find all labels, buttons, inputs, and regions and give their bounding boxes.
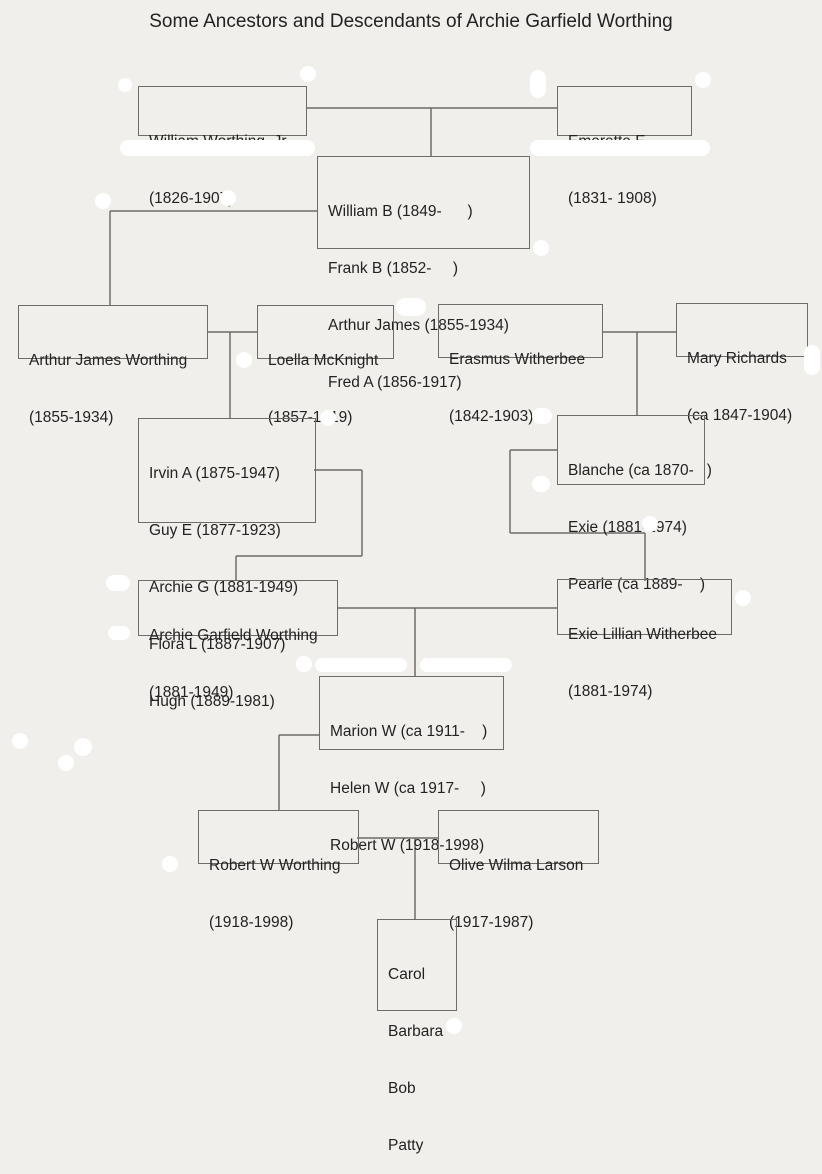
scan-artifact: [58, 755, 74, 771]
person-name: Robert W Worthing: [209, 857, 341, 874]
scan-artifact: [804, 345, 820, 375]
children-box-robert: Carol Barbara Bob Patty: [377, 919, 457, 1154]
person-name: Arthur James Worthing: [29, 352, 188, 369]
scan-artifact: [118, 78, 132, 92]
scan-artifact: [108, 626, 130, 640]
connector-lines: [109, 107, 677, 920]
child-entry: Patty: [388, 1137, 424, 1154]
person-box-loella-mcknight: Loella McKnight (1857-1919): [257, 305, 394, 426]
scan-artifact: [162, 856, 178, 872]
child-entry: Arthur James (1855-1934): [328, 317, 509, 334]
scan-artifact: [396, 298, 426, 316]
scan-artifact: [735, 590, 751, 606]
person-name: Erasmus Witherbee: [449, 351, 586, 368]
child-entry: Bob: [388, 1080, 416, 1097]
scan-artifact: [420, 658, 512, 672]
scan-artifact: [446, 1018, 462, 1034]
person-box-mary-richards: Mary Richards (ca 1847-1904): [676, 303, 808, 424]
child-entry: Barbara: [388, 1023, 444, 1040]
person-box-exie-lillian-witherbee: Exie Lillian Witherbee (1881-1974): [557, 579, 732, 700]
children-box-william-jr: William B (1849- ) Frank B (1852- ) Arth…: [317, 156, 530, 391]
person-dates: (1917-1987): [449, 914, 534, 931]
children-box-erasmus: Blanche (ca 1870- ) Exie (1881-1974) Pea…: [557, 415, 712, 593]
child-entry: Marion W (ca 1911- ): [330, 723, 488, 740]
person-dates: (1918-1998): [209, 914, 294, 931]
scan-artifact: [695, 72, 711, 88]
child-entry: Helen W (ca 1917- ): [330, 780, 486, 797]
person-box-erasmus-witherbee: Erasmus Witherbee (1842-1903): [438, 304, 603, 425]
children-box-archie: Marion W (ca 1911- ) Helen W (ca 1917- )…: [319, 676, 504, 854]
scan-artifact: [236, 352, 252, 368]
scan-artifact: [12, 733, 28, 749]
child-entry: Archie G (1881-1949): [149, 579, 299, 596]
scan-artifact: [532, 408, 552, 424]
person-name: Exie Lillian Witherbee: [568, 626, 718, 643]
scan-artifact: [315, 658, 407, 672]
person-dates: (1831- 1908): [568, 190, 657, 207]
scan-artifact: [530, 140, 710, 156]
person-dates: (1842-1903): [449, 408, 534, 425]
child-entry: Blanche (ca 1870- ): [568, 462, 712, 479]
scan-artifact: [533, 240, 549, 256]
child-entry: Irvin A (1875-1947): [149, 465, 280, 482]
person-box-robert-w-worthing: Robert W Worthing (1918-1998): [198, 810, 359, 931]
person-dates: (1855-1934): [29, 409, 114, 426]
scan-artifact: [95, 193, 111, 209]
scan-artifact: [530, 70, 546, 98]
scan-artifact: [74, 738, 92, 756]
child-entry: Fred A (1856-1917): [328, 374, 462, 391]
person-box-olive-wilma-larson: Olive Wilma Larson (1917-1987): [438, 810, 599, 931]
scan-artifact: [532, 476, 550, 492]
child-entry: Robert W (1918-1998): [330, 837, 485, 854]
person-dates: (1881-1974): [568, 683, 653, 700]
person-name: Mary Richards: [687, 350, 787, 367]
person-name: Loella McKnight: [268, 352, 379, 369]
child-entry: Guy E (1877-1923): [149, 522, 281, 539]
person-box-william-worthing-jr: William Worthing, Jr (1826-1907): [138, 86, 307, 207]
person-name: Olive Wilma Larson: [449, 857, 584, 874]
person-box-arthur-james-worthing: Arthur James Worthing (1855-1934): [18, 305, 208, 426]
child-entry: Frank B (1852- ): [328, 260, 459, 277]
child-entry: Flora L (1887-1907): [149, 636, 286, 653]
child-entry: William B (1849- ): [328, 203, 473, 220]
person-box-emerette: Emerette E ----- (1831- 1908): [557, 86, 692, 207]
person-box-archie-garfield-worthing: Archie Garfield Worthing (1881-1949): [138, 580, 338, 701]
person-dates: (1826-1907): [149, 190, 234, 207]
scan-artifact: [296, 656, 312, 672]
chart-title: Some Ancestors and Descendants of Archie…: [149, 11, 673, 32]
children-box-arthur: Irvin A (1875-1947) Guy E (1877-1923) Ar…: [138, 418, 316, 710]
person-name: Archie Garfield Worthing: [149, 627, 318, 644]
scan-artifact: [106, 575, 130, 591]
scan-artifact: [220, 190, 236, 206]
scan-artifact: [120, 140, 315, 156]
scan-artifact: [320, 410, 336, 426]
child-entry: Exie (1881-1974): [568, 519, 687, 536]
scan-artifact: [642, 516, 658, 532]
person-dates: (1881-1949): [149, 684, 234, 701]
scan-artifact: [300, 66, 316, 82]
child-entry: Carol: [388, 966, 426, 983]
child-entry: Hugh (1889-1981): [149, 693, 275, 710]
